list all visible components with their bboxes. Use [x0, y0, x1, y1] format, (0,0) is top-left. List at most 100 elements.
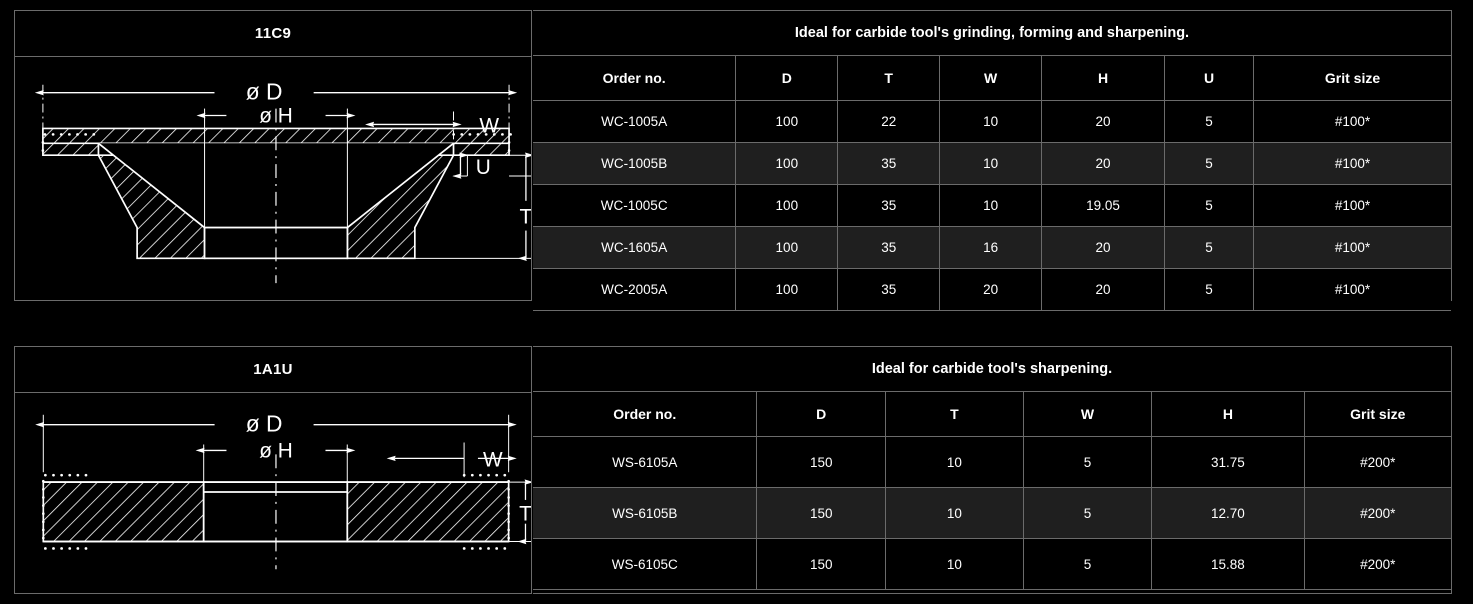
cell-grit-size: #100* [1253, 184, 1451, 227]
table-row: WS-6105B 150 10 5 12.70 #200* [533, 487, 1451, 539]
straight-wheel-drawing-svg: ø D ø H W T [35, 411, 531, 570]
table-row: WS-6105C 150 10 5 15.88 #200* [533, 538, 1451, 590]
cell-t: 35 [837, 142, 941, 185]
column-header-u: U [1164, 56, 1255, 101]
cell-order-no: WS-6105C [533, 538, 758, 590]
cell-h: 12.70 [1151, 487, 1305, 539]
column-header-t: T [837, 56, 941, 101]
column-header-order-no: Order no. [533, 56, 737, 101]
cell-d: 100 [735, 184, 839, 227]
column-header-h: H [1041, 56, 1166, 101]
cell-grit-size: #100* [1253, 142, 1451, 185]
svg-text:U: U [476, 156, 491, 179]
cell-order-no: WC-1005A [533, 100, 737, 143]
cell-u: 5 [1164, 268, 1255, 311]
straight-wheel-cross-section: ø D ø H W T [15, 393, 531, 593]
cell-d: 100 [735, 100, 839, 143]
table-caption: Ideal for carbide tool's sharpening. [533, 347, 1451, 392]
cell-grit-size: #200* [1303, 538, 1451, 590]
cell-order-no: WS-6105B [533, 487, 758, 539]
cell-w: 5 [1022, 436, 1153, 488]
table-caption: Ideal for carbide tool's grinding, formi… [533, 11, 1451, 56]
cell-t: 22 [837, 100, 941, 143]
table-header-row: Order no. D T W H U Grit size [533, 56, 1451, 101]
drawing-panel: 11C9 [14, 10, 532, 301]
column-header-d: D [735, 56, 839, 101]
shape-code-title: 1A1U [15, 347, 531, 393]
cell-w: 10 [939, 100, 1043, 143]
column-header-d: D [756, 392, 886, 437]
cell-h: 20 [1041, 100, 1166, 143]
column-header-order-no: Order no. [533, 392, 758, 437]
drawing-panel: 1A1U [14, 346, 532, 594]
flaring-cup-drawing-svg: ø D ø H W U T [34, 79, 531, 284]
svg-text:ø D: ø D [246, 411, 283, 437]
product-block-1A1U: 1A1U [14, 346, 1452, 594]
cell-w: 20 [939, 268, 1043, 311]
cell-u: 5 [1164, 226, 1255, 269]
cell-h: 20 [1041, 142, 1166, 185]
table-row: WS-6105A 150 10 5 31.75 #200* [533, 436, 1451, 488]
cell-grit-size: #200* [1303, 436, 1451, 488]
svg-text:T: T [520, 206, 531, 229]
column-header-w: W [939, 56, 1043, 101]
cell-order-no: WS-6105A [533, 436, 758, 488]
cell-t: 10 [885, 538, 1024, 590]
spec-table: Ideal for carbide tool's sharpening. Ord… [533, 347, 1451, 590]
spec-table-wrapper: Ideal for carbide tool's grinding, formi… [533, 10, 1452, 311]
cell-h: 31.75 [1151, 436, 1305, 488]
column-header-grit-size: Grit size [1303, 392, 1451, 437]
cell-w: 10 [939, 184, 1043, 227]
cell-u: 5 [1164, 184, 1255, 227]
cell-h: 15.88 [1151, 538, 1305, 590]
cell-order-no: WC-1005B [533, 142, 737, 185]
column-header-w: W [1022, 392, 1153, 437]
cell-t: 35 [837, 184, 941, 227]
spec-table-wrapper: Ideal for carbide tool's sharpening. Ord… [533, 346, 1452, 594]
cell-t: 10 [885, 436, 1024, 488]
svg-text:W: W [479, 114, 499, 137]
svg-text:ø H: ø H [259, 439, 292, 462]
spec-table: Ideal for carbide tool's grinding, formi… [533, 11, 1451, 311]
svg-text:T: T [519, 503, 531, 526]
cell-d: 150 [756, 487, 886, 539]
svg-text:W: W [483, 448, 503, 471]
table-row: WC-1005A 100 22 10 20 5 #100* [533, 100, 1451, 143]
cell-u: 5 [1164, 142, 1255, 185]
table-row: WC-1605A 100 35 16 20 5 #100* [533, 226, 1451, 269]
cell-grit-size: #100* [1253, 268, 1451, 311]
cell-grit-size: #200* [1303, 487, 1451, 539]
svg-text:ø D: ø D [246, 79, 283, 105]
flaring-cup-wheel-cross-section: ø D ø H W U T [15, 57, 531, 300]
cell-u: 5 [1164, 100, 1255, 143]
table-row: WC-1005B 100 35 10 20 5 #100* [533, 142, 1451, 185]
cell-t: 35 [837, 226, 941, 269]
cell-grit-size: #100* [1253, 226, 1451, 269]
cell-h: 19.05 [1041, 184, 1166, 227]
cell-d: 100 [735, 142, 839, 185]
cell-order-no: WC-2005A [533, 268, 737, 311]
cell-d: 150 [756, 538, 886, 590]
cell-w: 16 [939, 226, 1043, 269]
svg-text:ø H: ø H [259, 104, 293, 127]
column-header-grit-size: Grit size [1253, 56, 1451, 101]
cell-h: 20 [1041, 226, 1166, 269]
cell-h: 20 [1041, 268, 1166, 311]
cell-t: 35 [837, 268, 941, 311]
cell-d: 100 [735, 268, 839, 311]
cell-w: 5 [1022, 487, 1153, 539]
table-row: WC-1005C 100 35 10 19.05 5 #100* [533, 184, 1451, 227]
cell-grit-size: #100* [1253, 100, 1451, 143]
shape-code-title: 11C9 [15, 11, 531, 57]
cell-w: 5 [1022, 538, 1153, 590]
cell-d: 150 [756, 436, 886, 488]
cell-order-no: WC-1605A [533, 226, 737, 269]
cell-d: 100 [735, 226, 839, 269]
table-row: WC-2005A 100 35 20 20 5 #100* [533, 268, 1451, 311]
column-header-t: T [885, 392, 1024, 437]
cell-t: 10 [885, 487, 1024, 539]
table-header-row: Order no. D T W H Grit size [533, 392, 1451, 437]
cell-order-no: WC-1005C [533, 184, 737, 227]
column-header-h: H [1151, 392, 1305, 437]
